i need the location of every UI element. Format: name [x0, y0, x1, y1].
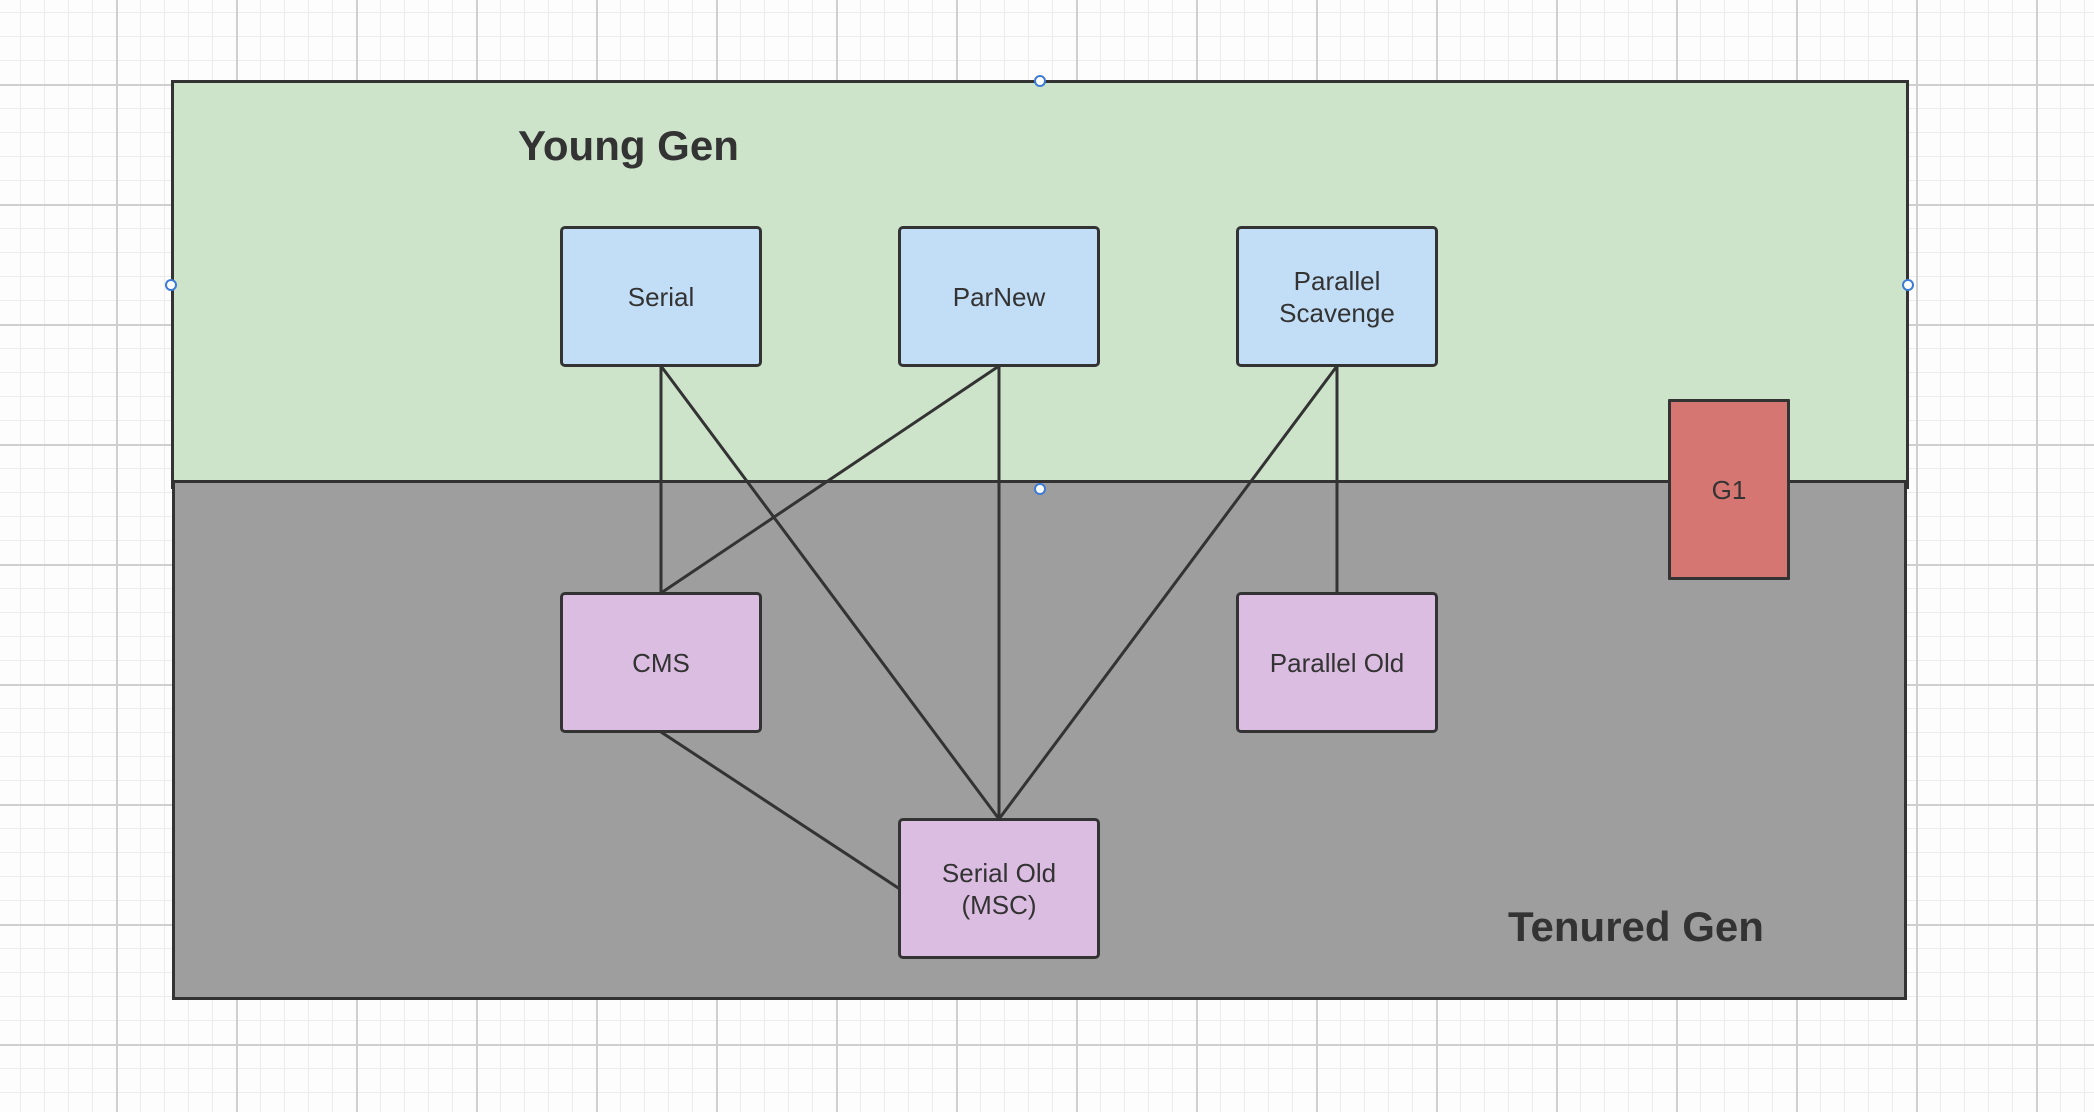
parnew-collector[interactable]: ParNew	[898, 226, 1100, 367]
parallel-scavenge-collector[interactable]: Parallel Scavenge	[1236, 226, 1438, 367]
young-gen-label: Young Gen	[518, 122, 739, 169]
resize-handle-left[interactable]	[165, 279, 177, 291]
parallel-old-collector[interactable]: Parallel Old	[1236, 592, 1438, 733]
cms-collector[interactable]: CMS	[560, 592, 762, 733]
serial-old-collector[interactable]: Serial Old (MSC)	[898, 818, 1100, 959]
resize-handle-bottom[interactable]	[1034, 483, 1046, 495]
g1-collector[interactable]: G1	[1668, 399, 1790, 580]
resize-handle-top[interactable]	[1034, 75, 1046, 87]
tenured-gen-label: Tenured Gen	[1508, 903, 1764, 950]
serial-collector[interactable]: Serial	[560, 226, 762, 367]
resize-handle-right[interactable]	[1902, 279, 1914, 291]
